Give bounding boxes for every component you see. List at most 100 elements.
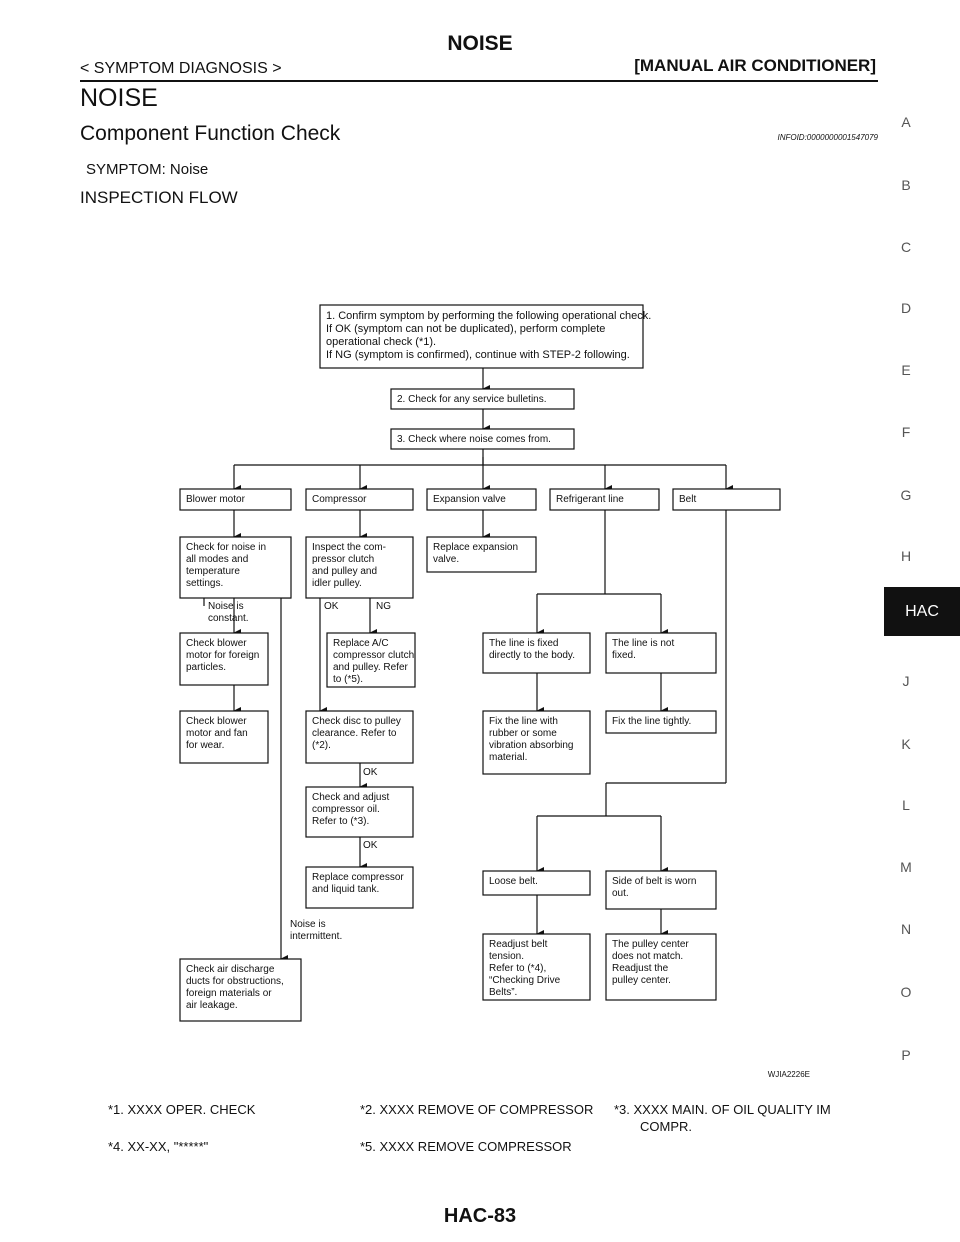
svg-text:settings.: settings. [186, 578, 223, 589]
svg-text:pulley center.: pulley center. [612, 975, 671, 986]
side-index-b[interactable]: B [901, 177, 911, 193]
symptom-line: SYMPTOM: Noise [86, 161, 209, 178]
info-id: INFOID:0000000001547079 [777, 133, 878, 142]
side-index-h[interactable]: H [900, 548, 912, 564]
svg-text:Check for noise in: Check for noise in [186, 542, 266, 553]
flow-step1-box: 1. Confirm symptom by performing the fol… [319, 304, 651, 369]
svg-text:valve.: valve. [433, 554, 459, 565]
side-index-m[interactable]: M [900, 859, 912, 875]
svg-text:particles.: particles. [186, 662, 226, 673]
label-ok-3: OK [363, 840, 378, 851]
svg-text:all modes and: all modes and [186, 554, 248, 565]
svg-text:Check blower: Check blower [186, 716, 247, 727]
footnote-3-cont: COMPR. [640, 1119, 692, 1134]
svg-text:and liquid tank.: and liquid tank. [312, 884, 379, 895]
svg-text:“Checking Drive: “Checking Drive [489, 975, 561, 986]
svg-text:ducts for obstructions,: ducts for obstructions, [186, 976, 284, 987]
svg-text:intermittent.: intermittent. [290, 931, 342, 942]
svg-text:OK: OK [363, 767, 378, 778]
page-subheading: Component Function Check [80, 122, 341, 145]
side-index-j[interactable]: J [902, 673, 910, 689]
svg-text:material.: material. [489, 752, 527, 763]
svg-text:NG: NG [376, 601, 391, 612]
svg-text:operational check (*1).: operational check (*1). [326, 336, 436, 348]
svg-text:out.: out. [612, 888, 629, 899]
side-index-e[interactable]: E [901, 362, 911, 378]
svg-text:Belt: Belt [679, 494, 696, 505]
svg-text:3. Check where noise comes fro: 3. Check where noise comes from. [397, 434, 551, 445]
svg-text:does not match.: does not match. [612, 951, 683, 962]
breadcrumb: < SYMPTOM DIAGNOSIS > [80, 60, 282, 77]
svg-text:If NG (symptom is confirmed),: If NG (symptom is confirmed), continue w… [326, 349, 630, 361]
flow-line-tight-box: Fix the line tightly. [605, 710, 717, 734]
svg-text:Loose belt.: Loose belt. [489, 876, 538, 887]
side-index-l[interactable]: L [902, 797, 910, 813]
side-index-d[interactable]: D [900, 300, 912, 316]
side-index-o[interactable]: O [900, 984, 912, 1000]
svg-text:OK: OK [324, 601, 339, 612]
svg-text:compressor oil.: compressor oil. [312, 804, 380, 815]
svg-text:Side of belt is worn: Side of belt is worn [612, 876, 697, 887]
svg-text:Refer to (*4),: Refer to (*4), [489, 963, 546, 974]
svg-text:foreign materials or: foreign materials or [186, 988, 272, 999]
svg-text:Replace expansion: Replace expansion [433, 542, 518, 553]
side-index-p[interactable]: P [901, 1047, 911, 1063]
svg-text:2. Check for any service bulle: 2. Check for any service bulletins. [397, 394, 547, 405]
svg-text:Fix the line with: Fix the line with [489, 716, 558, 727]
svg-text:and pulley and: and pulley and [312, 566, 377, 577]
side-index-f[interactable]: F [901, 424, 911, 440]
svg-text:If OK (symptom can not be dupl: If OK (symptom can not be duplicated), p… [326, 323, 605, 335]
flow-compressor-box: Compressor [305, 488, 414, 511]
svg-text:constant.: constant. [208, 613, 249, 624]
header-rule [80, 80, 878, 82]
svg-text:Readjust the: Readjust the [612, 963, 669, 974]
flow-title: INSPECTION FLOW [80, 188, 238, 207]
flow-connectors [203, 368, 733, 963]
section-label: [MANUAL AIR CONDITIONER] [634, 56, 876, 75]
svg-text:idler pulley.: idler pulley. [312, 578, 362, 589]
running-title: NOISE [447, 32, 513, 55]
flow-blower-box: Blower motor [179, 488, 292, 511]
svg-text:tension.: tension. [489, 951, 524, 962]
svg-text:Refer to (*3).: Refer to (*3). [312, 816, 369, 827]
flow-boxes: 1. Confirm symptom by performing the fol… [179, 304, 781, 1022]
svg-text:Check disc to pulley: Check disc to pulley [312, 716, 401, 727]
side-index-n[interactable]: N [900, 921, 912, 937]
svg-text:Refrigerant line: Refrigerant line [556, 494, 624, 505]
svg-text:Check air discharge: Check air discharge [186, 964, 275, 975]
svg-text:motor and fan: motor and fan [186, 728, 248, 739]
side-index-c[interactable]: C [900, 239, 912, 255]
side-index-a[interactable]: A [901, 114, 911, 130]
svg-text:The pulley center: The pulley center [612, 939, 689, 950]
svg-text:Fix the line tightly.: Fix the line tightly. [612, 716, 691, 727]
svg-text:motor for foreign: motor for foreign [186, 650, 259, 661]
svg-text:to (*5).: to (*5). [333, 674, 363, 685]
side-index-k[interactable]: K [901, 736, 911, 752]
footnote-2: *2. XXXX REMOVE OF COMPRESSOR [360, 1102, 594, 1117]
side-tab-active[interactable]: HAC [884, 587, 960, 636]
footnote-3: *3. XXXX MAIN. OF OIL QUALITY IM [614, 1102, 831, 1117]
side-index-g[interactable]: G [900, 487, 912, 503]
svg-text:Replace A/C: Replace A/C [333, 638, 389, 649]
svg-text:The line is fixed: The line is fixed [489, 638, 558, 649]
svg-text:air leakage.: air leakage. [186, 1000, 238, 1011]
svg-text:Compressor: Compressor [312, 494, 367, 505]
flow-belt-box: Belt [672, 488, 781, 511]
flow-refrigerant-box: Refrigerant line [549, 488, 660, 511]
label-ok: OK [324, 601, 339, 612]
svg-text:Noise is: Noise is [290, 919, 326, 930]
page-heading: NOISE [80, 84, 158, 112]
svg-text:Noise is: Noise is [208, 601, 244, 612]
